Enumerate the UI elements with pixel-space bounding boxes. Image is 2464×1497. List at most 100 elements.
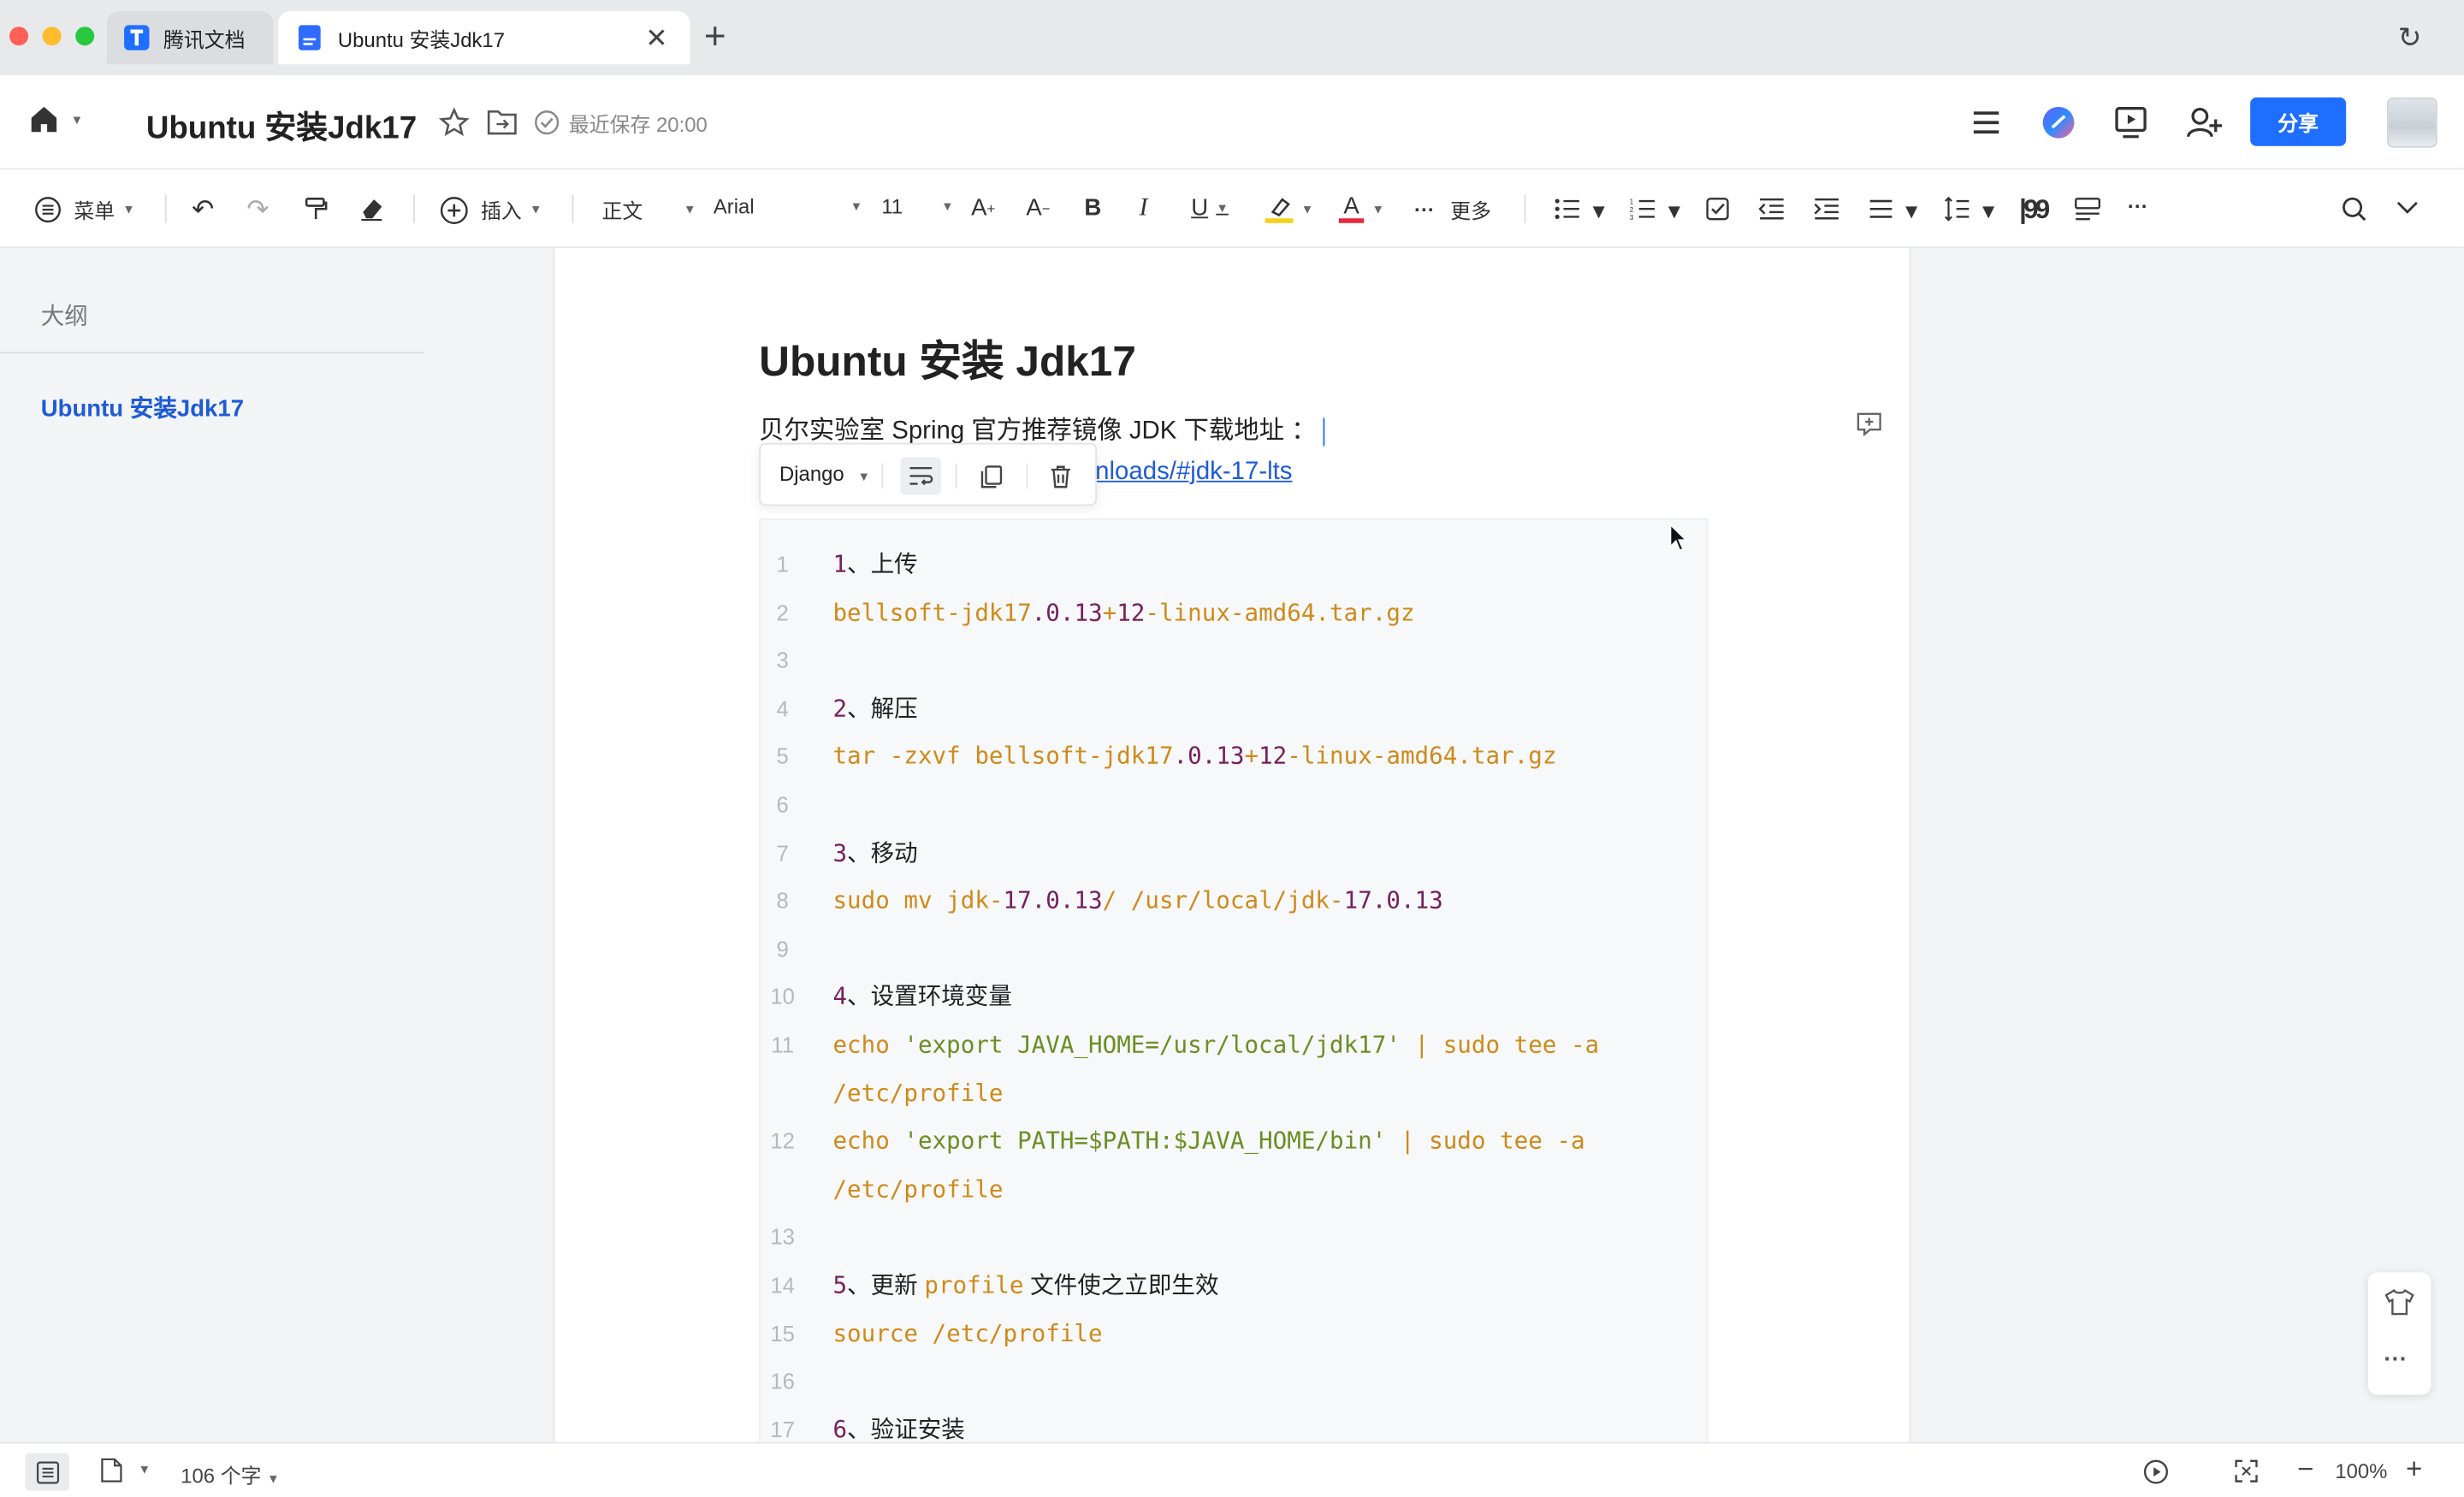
paragraph-style-dropdown[interactable]: 正文 ▼ (601, 195, 696, 225)
tab-ubuntu-jdk17[interactable]: Ubuntu 安装Jdk17 ✕ (278, 10, 690, 65)
zoom-in-button[interactable]: + (2405, 1453, 2423, 1485)
page-view-dropdown[interactable]: ▼ (101, 1458, 151, 1491)
align-icon[interactable] (1869, 198, 1893, 220)
code-line[interactable]: /etc/profile (761, 1165, 1703, 1212)
code-line[interactable]: 6 (761, 781, 1703, 828)
font-size-dropdown[interactable]: 11 ▼ (881, 195, 953, 219)
mouse-cursor-icon (1669, 523, 1688, 552)
minimize-window-button[interactable] (42, 27, 62, 46)
wrap-lines-button[interactable] (900, 457, 942, 495)
line-number: 1 (776, 551, 789, 577)
bullet-list-icon[interactable] (1554, 198, 1580, 220)
chevron-down-icon[interactable]: ▼ (1588, 199, 1609, 223)
outline-item[interactable]: Ubuntu 安装Jdk17 (40, 395, 245, 423)
clear-format-icon[interactable] (358, 197, 385, 222)
close-tab-icon[interactable]: ✕ (645, 23, 668, 54)
avatar[interactable] (2386, 97, 2437, 148)
underline-icon[interactable]: U▼ (1191, 194, 1229, 222)
collapse-toolbar-icon[interactable] (2396, 201, 2419, 216)
zoom-level[interactable]: 100% (2335, 1459, 2388, 1483)
add-comment-icon[interactable] (1856, 411, 1882, 437)
outdent-icon[interactable] (1758, 198, 1785, 220)
document-page[interactable]: Ubuntu 安装 Jdk17 贝尔实验室 Spring 官方推荐镜像 JDK … (553, 248, 1911, 1461)
line-spacing-icon[interactable] (1944, 196, 1970, 222)
outline-toggle-button[interactable] (25, 1453, 69, 1491)
quote-icon[interactable]: |99 (2019, 194, 2050, 225)
highlight-color-dropdown[interactable]: ▼ (1265, 195, 1313, 225)
redo-icon[interactable]: ↷ (246, 194, 270, 225)
numbered-list-icon[interactable]: 123 (1630, 198, 1656, 220)
bold-icon[interactable]: B (1084, 194, 1102, 222)
theme-shirt-icon[interactable] (2384, 1288, 2415, 1317)
text-block-icon[interactable] (2074, 197, 2101, 222)
chevron-down-icon[interactable]: ▼ (1664, 199, 1685, 223)
line-number: 9 (776, 936, 789, 962)
code-token: | sudo tee -a (1400, 1030, 1600, 1059)
home-button[interactable]: ▼ (28, 104, 83, 143)
copy-code-button[interactable] (971, 457, 1012, 494)
font-family-dropdown[interactable]: Arial ▼ (714, 195, 862, 219)
code-line[interactable]: 13 (761, 1213, 1703, 1260)
add-collaborator-icon[interactable] (2186, 105, 2224, 139)
undo-icon[interactable]: ↶ (192, 194, 215, 225)
star-icon[interactable] (438, 107, 470, 139)
insert-dropdown[interactable]: 插入 ▼ (440, 195, 542, 225)
paragraph[interactable]: 贝尔实验室 Spring 官方推荐镜像 JDK 下载地址 ： (759, 408, 1325, 447)
document-heading[interactable]: Ubuntu 安装 Jdk17 (759, 337, 1136, 385)
indent-icon[interactable] (1814, 198, 1840, 220)
code-line[interactable]: 16 (761, 1358, 1703, 1405)
ai-assistant-icon[interactable] (2041, 105, 2076, 139)
code-token: 3 (832, 837, 848, 867)
font-color-dropdown[interactable]: A ▼ (1338, 195, 1384, 223)
new-tab-button[interactable]: + (703, 15, 726, 58)
zoom-out-button[interactable]: − (2297, 1453, 2314, 1485)
word-count[interactable]: 106 个字 ▼ (181, 1459, 279, 1489)
more-tools-icon[interactable]: ··· (2127, 194, 2148, 219)
checklist-icon[interactable] (1705, 197, 1730, 222)
document-title[interactable]: Ubuntu 安装Jdk17 (145, 111, 418, 146)
menu-circle-icon (35, 197, 61, 223)
more-button[interactable]: ··· 更多 (1414, 195, 1491, 225)
code-text: 2、解压 (832, 684, 917, 733)
tab-tencent-docs[interactable]: 腾讯文档 (106, 10, 274, 65)
share-button[interactable]: 分享 (2250, 97, 2347, 146)
maximize-window-button[interactable] (75, 27, 95, 46)
chevron-down-icon[interactable]: ▼ (1901, 199, 1922, 223)
chevron-down-icon[interactable]: ▼ (1978, 199, 1999, 223)
more-options-icon[interactable]: ··· (2384, 1346, 2408, 1373)
reload-icon[interactable]: ↻ (2397, 21, 2422, 54)
code-line[interactable]: 9 (761, 925, 1703, 972)
play-presentation-icon[interactable] (2143, 1459, 2169, 1484)
menu-list-icon[interactable] (1970, 107, 2002, 139)
menu-dropdown[interactable]: 菜单 ▼ (34, 195, 135, 225)
code-language-dropdown[interactable]: Django ▼ (779, 462, 870, 486)
italic-icon[interactable]: I (1139, 194, 1148, 222)
fullscreen-icon[interactable] (2235, 1459, 2259, 1483)
move-to-folder-icon[interactable] (487, 109, 517, 135)
presentation-icon[interactable] (2113, 105, 2147, 139)
format-painter-icon[interactable] (303, 197, 328, 222)
increase-font-icon[interactable]: A+ (971, 194, 996, 222)
close-window-button[interactable] (9, 27, 29, 46)
code-line[interactable]: /etc/profile (761, 1069, 1703, 1116)
download-link[interactable]: nloads/#jdk-17-lts (1095, 459, 1293, 486)
code-line[interactable]: 3 (761, 636, 1703, 683)
decrease-font-icon[interactable]: A− (1026, 194, 1051, 222)
search-icon[interactable] (2342, 197, 2366, 222)
delete-code-button[interactable] (1040, 457, 1081, 494)
style-label: 正文 (601, 199, 643, 223)
word-count-label: 106 个字 (181, 1464, 262, 1488)
